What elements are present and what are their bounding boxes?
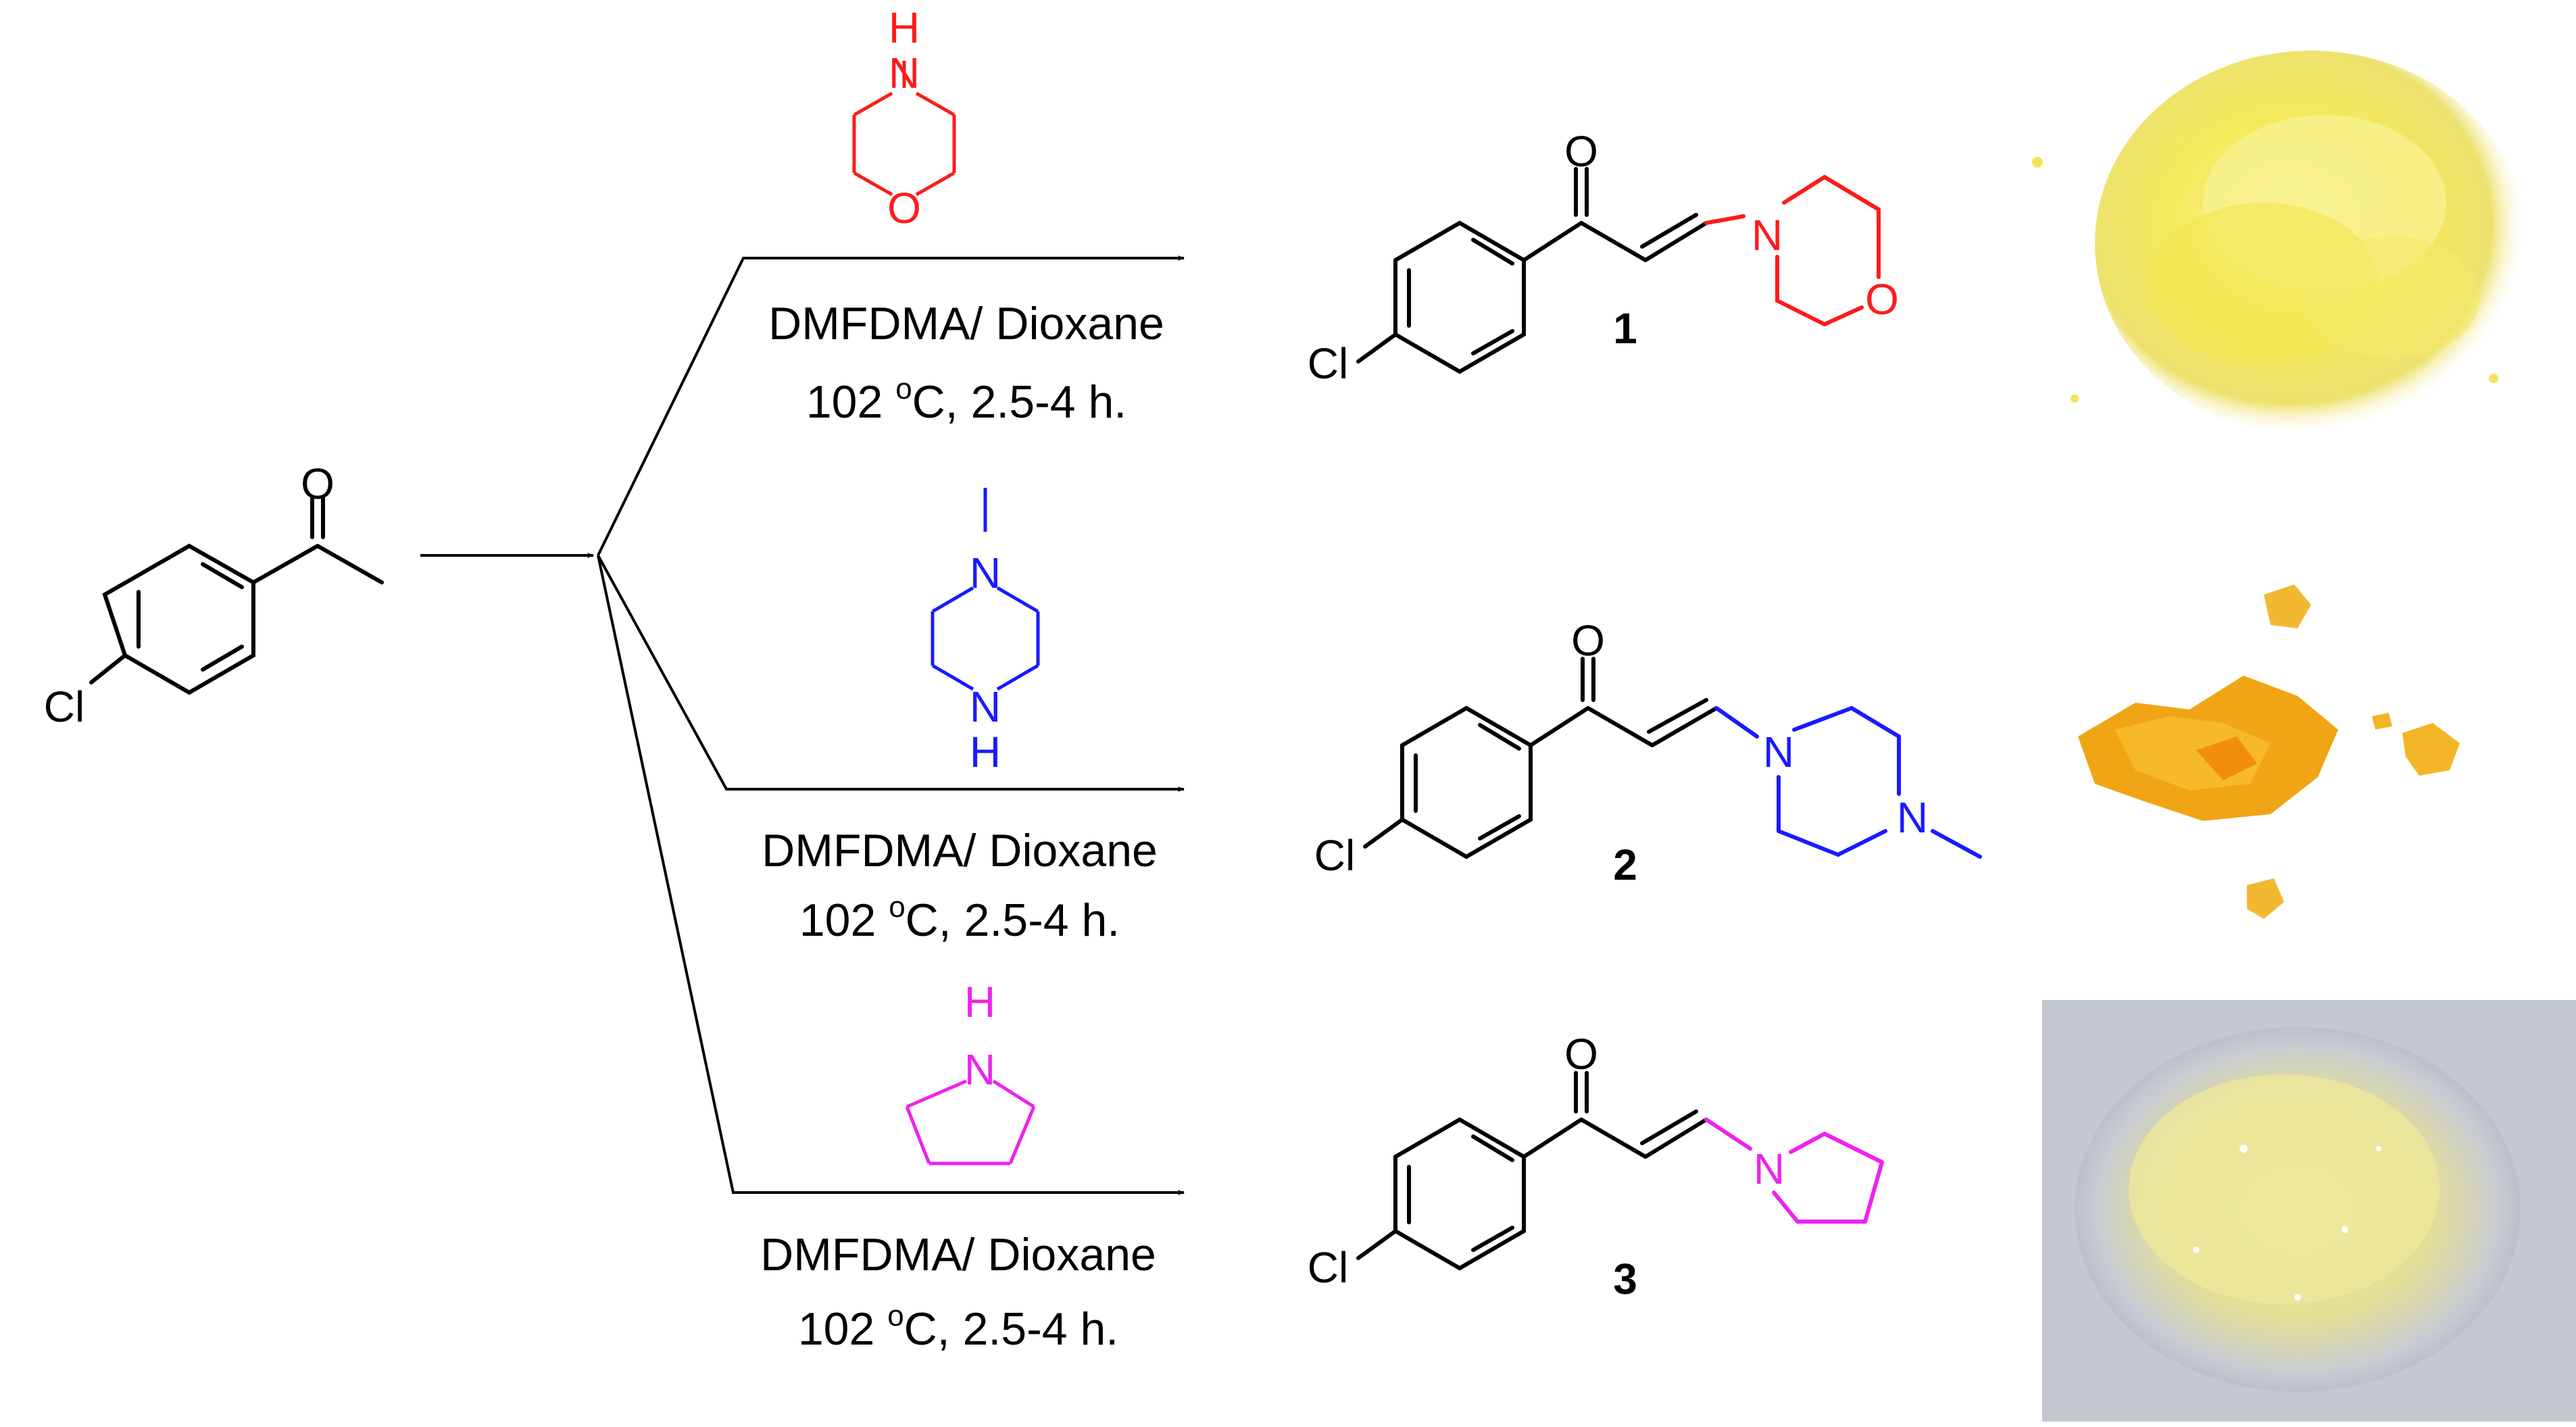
product-1-structure bbox=[1356, 167, 1881, 374]
methylpiperazine-n-top-label: N bbox=[970, 549, 1001, 597]
conditions-3-line2: 102 oC, 2.5-4 h. bbox=[798, 1299, 1118, 1355]
conditions-1: DMFDMA/ Dioxane 102 oC, 2.5-4 h. bbox=[768, 298, 1164, 428]
methylpiperazine-n-bottom-label: N bbox=[970, 682, 1001, 731]
pyrrolidine-n-label: N bbox=[964, 1045, 995, 1094]
conditions-1-line1: DMFDMA/ Dioxane bbox=[768, 298, 1164, 349]
compound-number-2: 2 bbox=[1613, 841, 1637, 889]
conditions-2-line2: 102 oC, 2.5-4 h. bbox=[799, 891, 1120, 946]
reaction-arrows bbox=[420, 255, 1185, 1195]
morpholine-o-label: O bbox=[887, 184, 921, 232]
product-2-cl-label: Cl bbox=[1314, 831, 1355, 880]
photo-product-2-orange-flakes bbox=[2078, 584, 2460, 919]
product-3-structure bbox=[1356, 1071, 1884, 1271]
starting-o-label: O bbox=[301, 459, 335, 508]
morpholine-h-label: H bbox=[889, 3, 920, 52]
product-2-o-label: O bbox=[1571, 616, 1605, 665]
methylpiperazine-structure bbox=[931, 488, 1040, 691]
methylpiperazine-h-label: H bbox=[970, 728, 1001, 776]
compound-number-1: 1 bbox=[1613, 304, 1637, 353]
starting-material-structure bbox=[89, 497, 384, 695]
starting-cl-label: Cl bbox=[44, 682, 84, 731]
conditions-1-line2: 102 oC, 2.5-4 h. bbox=[806, 372, 1126, 428]
conditions-3-line1: DMFDMA/ Dioxane bbox=[760, 1229, 1156, 1280]
product-2-n4-label: N bbox=[1897, 793, 1928, 842]
product-1-n-label: N bbox=[1752, 211, 1783, 259]
branch-arrow-3 bbox=[597, 555, 1185, 1195]
morpholine-structure bbox=[852, 61, 956, 197]
product-2-structure bbox=[1363, 657, 1982, 859]
branch-arrow-2 bbox=[597, 555, 1185, 792]
branch-arrow-1 bbox=[597, 255, 1185, 556]
photo-product-1-yellow-powder bbox=[2032, 51, 2527, 436]
product-1-ring-o-label: O bbox=[1865, 275, 1899, 324]
product-1-cl-label: Cl bbox=[1308, 339, 1348, 388]
pyrrolidine-structure bbox=[905, 1079, 1036, 1166]
product-3-cl-label: Cl bbox=[1308, 1243, 1348, 1292]
product-2-n1-label: N bbox=[1763, 728, 1794, 776]
product-3-n-label: N bbox=[1754, 1145, 1785, 1193]
product-3-o-label: O bbox=[1564, 1030, 1598, 1078]
pyrrolidine-h-label: H bbox=[964, 978, 995, 1026]
product-1-o-label: O bbox=[1564, 127, 1598, 176]
conditions-2: DMFDMA/ Dioxane 102 oC, 2.5-4 h. bbox=[762, 825, 1158, 946]
photo-product-3-pale-crystals bbox=[2042, 1000, 2576, 1422]
conditions-3: DMFDMA/ Dioxane 102 oC, 2.5-4 h. bbox=[760, 1229, 1156, 1355]
conditions-2-line1: DMFDMA/ Dioxane bbox=[762, 825, 1158, 876]
compound-number-3: 3 bbox=[1613, 1255, 1637, 1303]
morpholine-n-label: N bbox=[889, 49, 920, 97]
